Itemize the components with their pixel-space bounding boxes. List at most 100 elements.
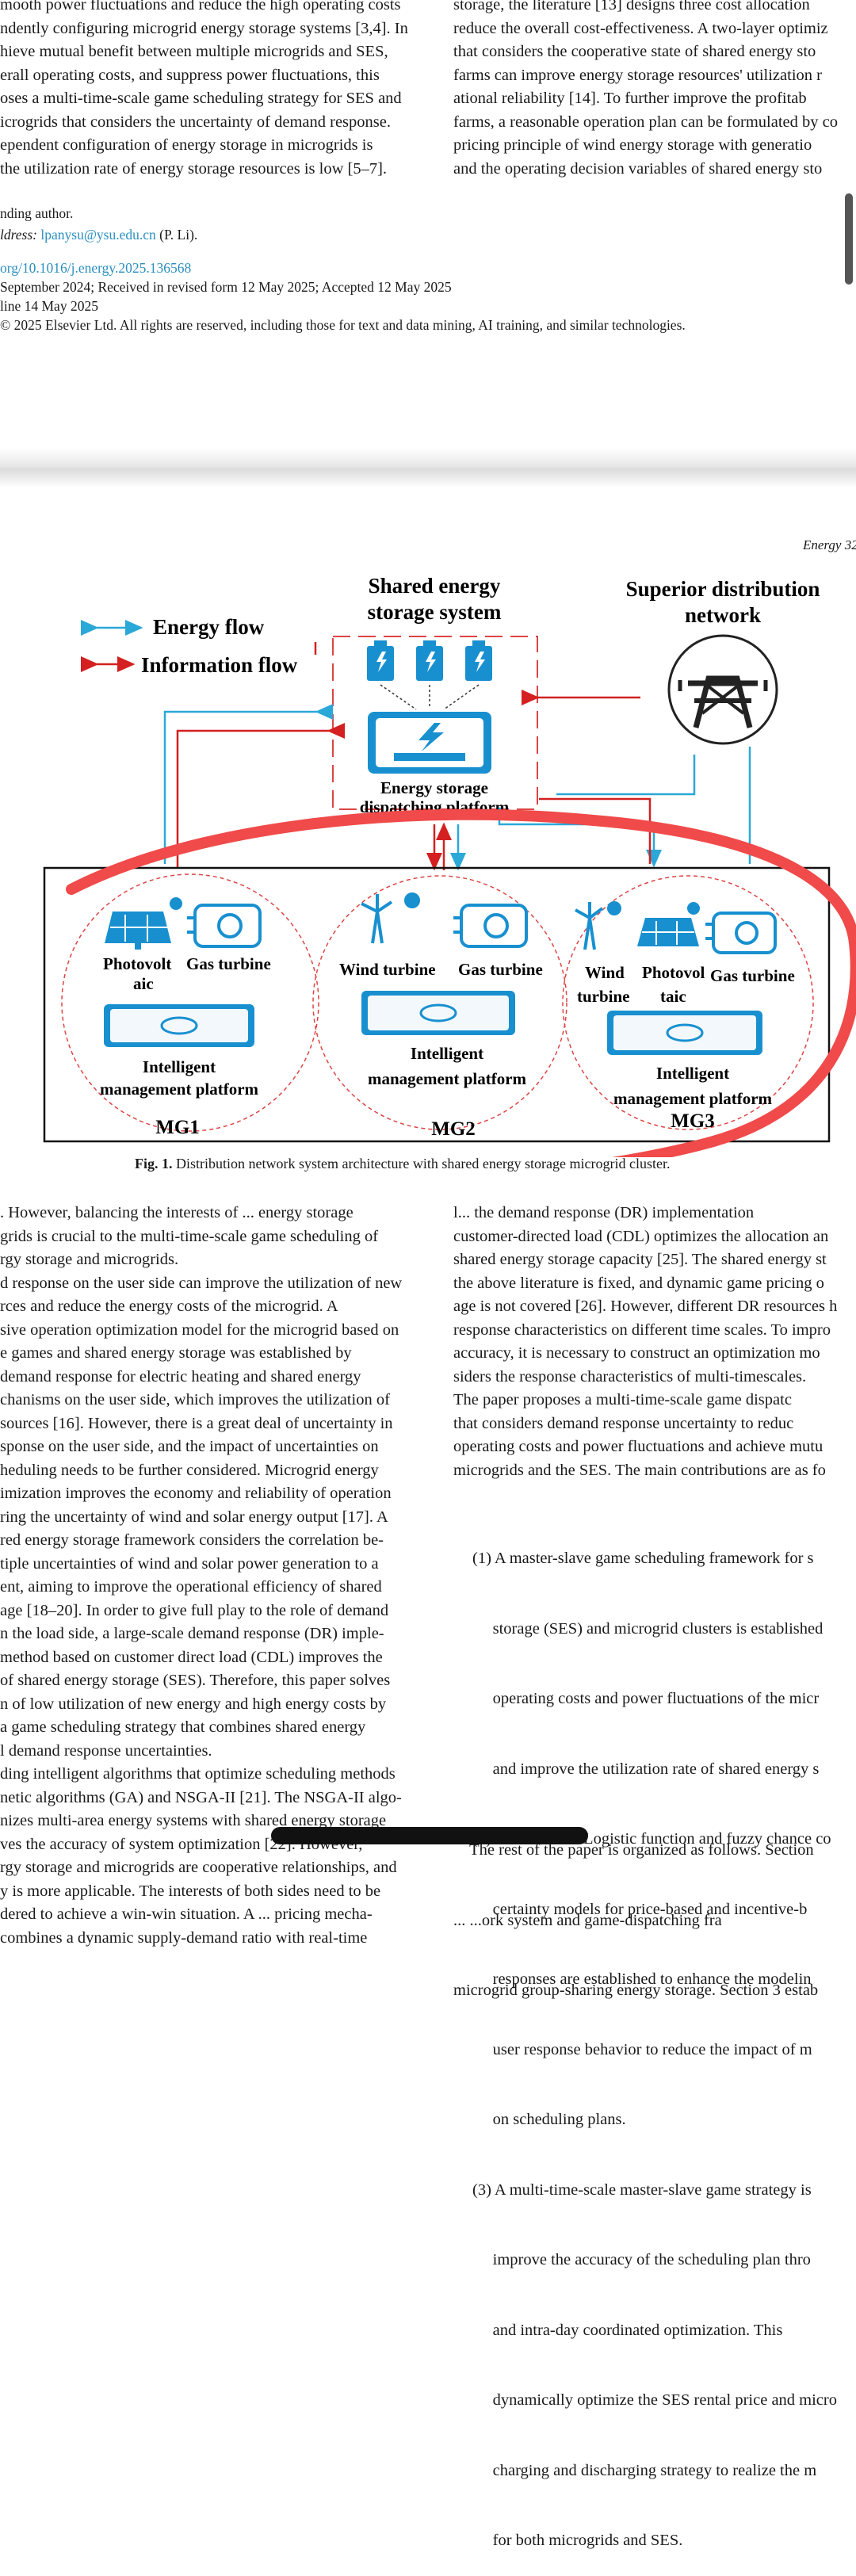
gas-turbine-icon xyxy=(187,904,262,948)
legend-energy-label: Energy flow xyxy=(153,615,265,639)
mg3-label: MG3 xyxy=(671,1110,715,1132)
list-item: operating costs and power fluctuations o… xyxy=(472,1690,820,1707)
text-line: accuracy, it is necessary to construct a… xyxy=(453,1344,820,1362)
text-line: y is more applicable. The interests of b… xyxy=(0,1882,381,1900)
list-item: and intra-day coordinated optimization. … xyxy=(472,2321,783,2339)
text-line: response characteristics on different ti… xyxy=(453,1320,831,1339)
annotation-loop xyxy=(66,808,856,1157)
power-tower-icon xyxy=(667,634,778,745)
mg1-pv-label: Photovolt xyxy=(103,954,171,973)
text-line: ependent configuration of energy storage… xyxy=(0,136,373,154)
top-left-column: mooth power fluctuations and reduce the … xyxy=(0,0,428,181)
text-line: of shared energy storage (SES). Therefor… xyxy=(0,1672,391,1689)
mg3-gas-label: Gas turbine xyxy=(710,966,795,985)
solar-panel-icon xyxy=(637,902,700,946)
text-line: ational reliability [14]. To further imp… xyxy=(453,90,807,107)
text-line: d response on the user side can improve … xyxy=(0,1274,403,1292)
text-line: sources [16]. However, there is a great … xyxy=(0,1414,393,1432)
text-line: ring the uncertainty of wind and solar e… xyxy=(0,1508,388,1526)
mg3-pv-label-2: taic xyxy=(660,987,686,1006)
wind-turbine-icon xyxy=(361,892,420,944)
mg2-gas-label: Gas turbine xyxy=(458,960,543,979)
ses-title-2: storage system xyxy=(368,600,502,624)
text-line: siders the response characteristics of m… xyxy=(453,1367,807,1385)
list-item: for both microgrids and SES. xyxy=(472,2532,683,2549)
lower-right-column: l... the demand response (DR) implementa… xyxy=(453,1202,856,1482)
text-line: storage, the literature [13] designs thr… xyxy=(453,0,810,13)
email-link[interactable]: lpanysu@ysu.edu.cn xyxy=(40,227,156,243)
text-line: operating costs and power fluctuations a… xyxy=(453,1438,824,1455)
text-line: imization improves the economy and relia… xyxy=(0,1485,392,1502)
text-line: nizes multi-area energy systems with sha… xyxy=(0,1812,387,1829)
text-line: sive operation optimization model for th… xyxy=(0,1320,399,1339)
list-item: (3) A multi-time-scale master-slave game… xyxy=(472,2180,812,2199)
redaction-mark xyxy=(271,1827,588,1844)
figure-diagram: Energy flow Information flow Shared ener… xyxy=(43,574,856,1157)
address-label: ldress: xyxy=(0,227,37,243)
received-dates: September 2024; Received in revised form… xyxy=(0,279,452,295)
ses-title-1: Shared energy xyxy=(369,574,501,598)
text-line: The paper proposes a multi-time-scale ga… xyxy=(453,1391,792,1408)
text-line: combines a dynamic supply-demand ratio w… xyxy=(0,1928,368,1947)
copyright: © 2025 Elsevier Ltd. All rights are rese… xyxy=(0,317,686,333)
caption-text: Distribution network system architecture… xyxy=(176,1156,671,1171)
text-line: shared energy storage capacity [25]. The… xyxy=(453,1251,827,1268)
text-line: oses a multi-time-scale game scheduling … xyxy=(0,90,402,107)
battery-icon xyxy=(367,640,492,681)
dispatch-platform-icon xyxy=(368,712,491,774)
text-line: hieve mutual benefit between multiple mi… xyxy=(0,43,388,60)
management-platform-icon xyxy=(361,991,515,1035)
solar-panel-icon xyxy=(105,897,182,950)
text-line: age is not covered [26]. However, differ… xyxy=(453,1298,838,1315)
email-line: ldress: lpanysu@ysu.edu.cn (P. Li). xyxy=(0,224,197,246)
list-item: charging and discharging strategy to rea… xyxy=(472,2461,817,2479)
text-line: sponse on the user side, and the impact … xyxy=(0,1438,379,1455)
platform-label-1: Energy storage xyxy=(380,778,488,797)
text-line: grids is crucial to the multi-time-scale… xyxy=(0,1227,379,1245)
text-line: e games and shared energy storage was es… xyxy=(0,1344,352,1362)
mg1-pv-label-2: aic xyxy=(133,974,154,993)
list-item: (1) A master-slave game scheduling frame… xyxy=(472,1550,814,1567)
mg3-pv-label: Photovol xyxy=(642,963,705,982)
page-break xyxy=(0,448,856,487)
doi-link[interactable]: org/10.1016/j.energy.2025.136568 xyxy=(0,260,192,276)
mg2-label: MG2 xyxy=(431,1118,476,1140)
text-line: l... the demand response (DR) implementa… xyxy=(453,1204,755,1221)
list-item: improve the accuracy of the scheduling p… xyxy=(472,2251,811,2268)
contribution-1: (1) A master-slave game scheduling frame… xyxy=(472,1500,856,2576)
mg1-label: MG1 xyxy=(155,1117,200,1138)
text-line: heduling needs to be further considered.… xyxy=(0,1461,379,1479)
list-item: on scheduling plans. xyxy=(472,2111,626,2128)
text-line: netic algorithms (GA) and NSGA-II [21]. … xyxy=(0,1788,402,1806)
mg3-platform-1: Intelligent xyxy=(656,1064,729,1083)
microgrid-cluster-box xyxy=(43,866,831,1143)
text-line: ndently configuring microgrid energy sto… xyxy=(0,19,408,37)
text-line: . However, balancing the interests of ..… xyxy=(0,1204,353,1221)
text-line: reduce the overall cost-effectiveness. A… xyxy=(453,19,828,37)
legend-info-label: Information flow xyxy=(141,653,298,677)
text-line: the utilization rate of energy storage r… xyxy=(0,159,388,178)
text-line: pricing principle of wind energy storage… xyxy=(453,136,812,154)
scrollbar-thumb[interactable] xyxy=(845,193,853,285)
text-line: dered to achieve a win-win situation. A … xyxy=(0,1905,373,1923)
caption-label: Fig. 1. xyxy=(135,1156,173,1171)
list-item: and improve the utilization rate of shar… xyxy=(472,1760,820,1778)
grid-title-1: Superior distribution xyxy=(626,577,820,601)
text-line: n of low utilization of new energy and h… xyxy=(0,1695,387,1713)
mg3-group: Wind turbine Photovol taic Gas turbine I… xyxy=(575,901,795,1132)
text-line: farms, a reasonable operation plan can b… xyxy=(453,113,838,131)
text-line: a game scheduling strategy that combines… xyxy=(0,1718,366,1736)
text-line: customer-directed load (CDL) optimizes t… xyxy=(453,1227,829,1245)
text-line: ent, aiming to improve the operational e… xyxy=(0,1578,382,1596)
text-line: mooth power fluctuations and reduce the … xyxy=(0,0,401,13)
text-line: red energy storage framework considers t… xyxy=(0,1531,384,1549)
text-line: erall operating costs, and suppress powe… xyxy=(0,66,380,84)
text-line: farms can improve energy storage resourc… xyxy=(453,66,822,84)
text-line: age [18–20]. In order to give full play … xyxy=(0,1601,389,1619)
mg1-gas-label: Gas turbine xyxy=(186,954,271,973)
gas-turbine-icon xyxy=(705,912,777,954)
mg1-platform-1: Intelligent xyxy=(143,1057,216,1076)
text-line: microgrids and the SES. The main contrib… xyxy=(453,1461,826,1479)
text-line: and the operating decision variables of … xyxy=(453,159,823,178)
text-line: demand response for electric heating and… xyxy=(0,1367,361,1385)
